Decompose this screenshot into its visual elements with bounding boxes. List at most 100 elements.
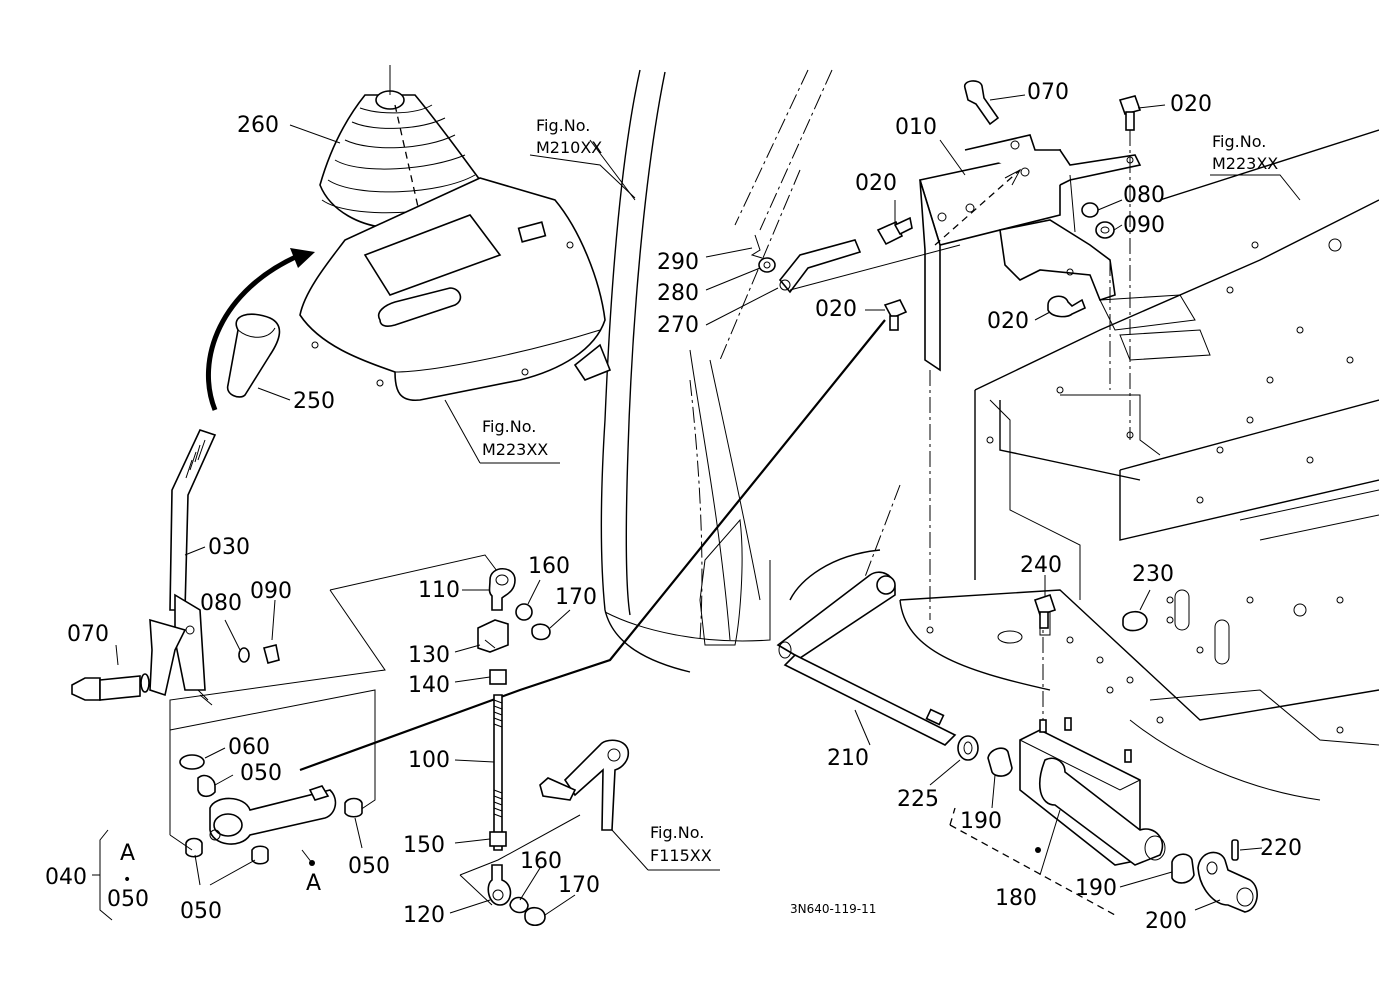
- arm-f115: [539, 739, 630, 831]
- label-030: 030: [208, 535, 250, 560]
- link-270: [778, 239, 961, 294]
- label-letter-a1: A: [120, 841, 135, 866]
- label-225: 225: [897, 787, 939, 812]
- label-290: 290: [657, 250, 699, 275]
- fig-ref-f115-line2: F115XX: [650, 846, 712, 865]
- label-170-top: 170: [555, 585, 597, 610]
- label-130: 130: [408, 643, 450, 668]
- arm-200: [1197, 851, 1258, 913]
- nut-090-left: [263, 644, 280, 664]
- floor-plate: [789, 129, 1379, 801]
- bolt-020-left: [876, 216, 913, 246]
- fig-ref-f115-line1: Fig.No.: [650, 823, 704, 842]
- arm-assembly-040: [169, 554, 501, 866]
- fig-ref-m223b-line2: M223XX: [1212, 154, 1278, 173]
- assembly-lines-right: [299, 130, 1131, 916]
- label-210: 210: [827, 746, 869, 771]
- label-letter-a2: A: [306, 871, 321, 896]
- pin-220: [1231, 839, 1239, 861]
- nut-170-top: [531, 623, 551, 641]
- fig-ref-m223a-line2: M223XX: [482, 440, 548, 459]
- label-140: 140: [408, 673, 450, 698]
- label-160-top: 160: [528, 554, 570, 579]
- figure-references: Fig.No. M210XX Fig.No. M223XX Fig.No. M2…: [482, 116, 1278, 865]
- bracket-180: [1019, 717, 1166, 866]
- washer-080-right: [1081, 202, 1099, 218]
- label-110: 110: [418, 578, 460, 603]
- bolt-070-top: [963, 80, 1000, 126]
- label-230: 230: [1132, 562, 1174, 587]
- drawing-code: 3N640-119-11: [790, 902, 876, 916]
- label-040: 040: [45, 865, 87, 890]
- nut-090-right: [1095, 221, 1115, 239]
- bracket-130: [477, 619, 509, 653]
- label-070-left: 070: [67, 622, 109, 647]
- label-160-bottom: 160: [520, 849, 562, 874]
- label-050-d: 050: [107, 887, 149, 912]
- label-240: 240: [1020, 553, 1062, 578]
- bolt-020-mid: [883, 299, 908, 331]
- nut-230: [1122, 610, 1148, 632]
- leader-lines: [115, 94, 1301, 916]
- rod-100: [493, 694, 503, 851]
- nut-150: [489, 831, 507, 847]
- label-180: 180: [995, 886, 1037, 911]
- label-020-left: 020: [855, 171, 897, 196]
- rod-end-110: [488, 567, 516, 611]
- label-170-bottom: 170: [558, 873, 600, 898]
- bolt-020-top: [1118, 95, 1142, 131]
- rotation-arrow: [205, 248, 315, 411]
- washer-280: [758, 257, 776, 273]
- part-labels: 260 250 030 070 080 090 060 050 050 050 …: [45, 80, 1302, 934]
- fig-ref-m223a-line1: Fig.No.: [482, 417, 536, 436]
- nut-170-bottom: [524, 906, 546, 927]
- spring-clip-290: [750, 234, 763, 259]
- shift-lever-030: [149, 429, 217, 706]
- label-190-left: 190: [960, 809, 1002, 834]
- bolt-240: [1033, 593, 1057, 629]
- label-070-top: 070: [1027, 80, 1069, 105]
- label-120: 120: [403, 903, 445, 928]
- label-020-mid: 020: [815, 297, 857, 322]
- label-280: 280: [657, 281, 699, 306]
- bracket-a-040: [92, 829, 113, 921]
- washer-160-top: [515, 603, 533, 621]
- rod-end-120: [459, 814, 581, 906]
- bracket-010: [918, 134, 1142, 372]
- label-220: 220: [1260, 836, 1302, 861]
- bolt-070-left: [71, 673, 150, 701]
- label-250: 250: [293, 389, 335, 414]
- bushing-190-left: [987, 747, 1013, 777]
- label-150: 150: [403, 833, 445, 858]
- label-090-right: 090: [1123, 213, 1165, 238]
- label-080-right: 080: [1123, 183, 1165, 208]
- washer-080-left: [238, 647, 250, 663]
- bolt-020-right: [1047, 295, 1087, 318]
- label-080-left: 080: [200, 591, 242, 616]
- label-050-a: 050: [240, 761, 282, 786]
- label-020-top: 020: [1170, 92, 1212, 117]
- fig-ref-m210-line2: M210XX: [536, 138, 602, 157]
- label-200: 200: [1145, 909, 1187, 934]
- label-090-left: 090: [250, 579, 292, 604]
- label-260: 260: [237, 113, 279, 138]
- label-050-c: 050: [180, 899, 222, 924]
- washer-225: [957, 735, 979, 761]
- fig-ref-m223b-line1: Fig.No.: [1212, 132, 1266, 151]
- nut-140: [489, 669, 507, 685]
- label-020-right: 020: [987, 309, 1029, 334]
- label-100: 100: [408, 748, 450, 773]
- shaft-210: [776, 571, 957, 746]
- bushing-190-right: [1171, 853, 1195, 884]
- label-dot: •: [123, 872, 131, 888]
- label-270: 270: [657, 313, 699, 338]
- label-060: 060: [228, 735, 270, 760]
- cab-frame-outline: [600, 69, 833, 673]
- washer-160-bottom: [509, 896, 529, 914]
- label-050-b: 050: [348, 854, 390, 879]
- fig-ref-m210-line1: Fig.No.: [536, 116, 590, 135]
- knob-250: [226, 313, 281, 398]
- label-190-right: 190: [1075, 876, 1117, 901]
- label-010: 010: [895, 115, 937, 140]
